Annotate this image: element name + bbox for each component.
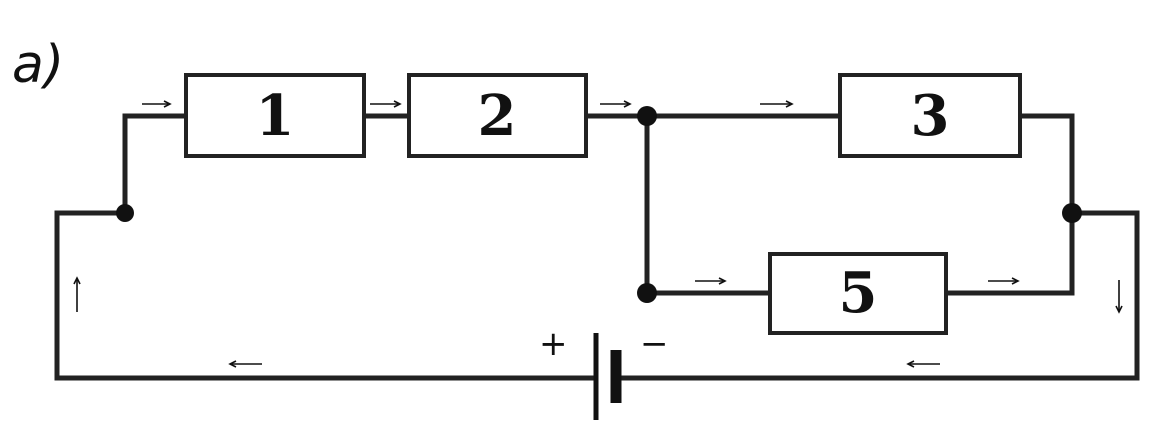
battery: + − [539,324,669,420]
wire-branch-5 [644,113,773,296]
wire-right-bottom [613,210,1140,381]
resistor-3: 3 [838,73,1022,158]
resistor-5: 5 [768,252,948,335]
wire-5-right [943,210,1075,296]
wire-left-bottom [54,210,599,381]
junction-top [637,106,657,126]
resistor-1: 1 [184,73,366,158]
current-arrows [73,100,1123,368]
junction-bottom [637,283,657,303]
arrow-right-icon [600,100,632,108]
arrow-right-icon [988,277,1020,285]
wire-left-upper [122,113,189,216]
resistor-2-label: 2 [478,83,517,149]
resistor-2: 2 [407,73,588,158]
arrow-right-icon [142,100,172,108]
arrow-down-icon [1115,280,1123,314]
arrow-up-icon [73,276,81,312]
wire-3-right [1017,113,1075,216]
arrow-left-icon [228,360,262,368]
diagram-label: a) [12,35,64,95]
arrow-left-icon [906,360,940,368]
junction-left [116,204,134,222]
battery-minus: − [640,324,669,364]
resistor-5-label: 5 [839,260,878,326]
arrow-right-icon [760,100,794,108]
arrow-right-icon [695,277,727,285]
resistor-3-label: 3 [911,83,950,149]
arrow-right-icon [370,100,402,108]
junction-right [1062,203,1082,223]
resistor-1-label: 1 [256,83,295,149]
battery-plus: + [539,324,568,364]
